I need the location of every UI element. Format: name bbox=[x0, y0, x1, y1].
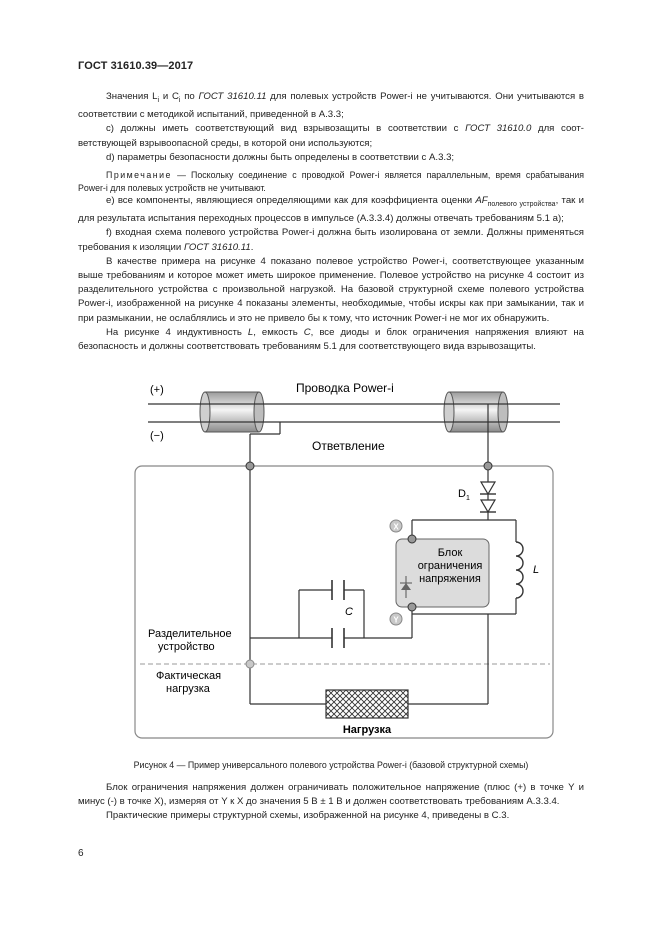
voltage-limiter-block bbox=[395, 538, 490, 608]
cable-left bbox=[199, 391, 265, 433]
paragraph-example: В качестве примера на рисунке 4 показано… bbox=[78, 255, 584, 324]
standard-reference: ГОСТ 31610.11 bbox=[198, 91, 267, 102]
point-x-marker bbox=[389, 519, 403, 533]
diode-d1 bbox=[479, 481, 497, 514]
standard-reference: ГОСТ 31610.11 bbox=[183, 241, 251, 253]
inductor-l bbox=[515, 541, 524, 599]
point-y-marker bbox=[389, 612, 403, 626]
cable-right bbox=[443, 391, 509, 433]
inductor-label: L bbox=[533, 564, 539, 576]
separator-label-1: Разделительное bbox=[148, 628, 232, 640]
actual-load-label-2: нагрузка bbox=[166, 683, 211, 695]
circuit-diagram: (+) (−) Проводка Power-i Ответвление bbox=[134, 381, 560, 739]
point-x-label: X bbox=[393, 523, 399, 532]
paragraph-d: d) параметры безопасности должны быть оп… bbox=[106, 151, 455, 163]
capacitor-lower bbox=[331, 628, 345, 648]
block-label-2: ограничения bbox=[418, 560, 483, 572]
paragraph-c: с) должны иметь соответствующий вид взры… bbox=[78, 123, 584, 149]
actual-load-label-1: Фактическая bbox=[156, 670, 221, 682]
separator-node bbox=[245, 659, 255, 669]
standard-reference: ГОСТ 31610.0 bbox=[465, 123, 532, 135]
block-label-3: напряжения bbox=[419, 573, 481, 585]
branch-label: Ответвление bbox=[312, 439, 385, 453]
point-y-dot bbox=[407, 602, 417, 612]
page-number: 6 bbox=[78, 848, 84, 859]
wiring-label: Проводка Power-i bbox=[296, 381, 394, 395]
note-label: Примечание bbox=[106, 169, 172, 180]
page-header: ГОСТ 31610.39—2017 bbox=[78, 60, 194, 72]
plus-label: (+) bbox=[150, 384, 164, 396]
figure-caption: Рисунок 4 — Пример универсального полево… bbox=[133, 760, 529, 770]
device-enclosure bbox=[134, 465, 554, 739]
text-block-top: Значения Li и Ci по ГОСТ 31610.11 для по… bbox=[78, 90, 584, 195]
d1-label: D1 bbox=[458, 488, 470, 502]
load-box-label: Нагрузка bbox=[343, 724, 392, 736]
separator-label-2: устройство bbox=[158, 641, 215, 653]
load-resistor bbox=[325, 689, 409, 719]
block-label-1: Блок bbox=[438, 547, 463, 559]
paragraph-f: f) входная схема полевого устройства Pow… bbox=[78, 227, 584, 253]
capacitor-label: C bbox=[345, 606, 353, 618]
capacitor-upper bbox=[331, 580, 345, 600]
paragraph-values: Значения Li и Ci по ГОСТ 31610.11 для по… bbox=[78, 91, 585, 121]
text-block-bottom: Блок ограничения напряжения должен огран… bbox=[78, 781, 584, 824]
terminal-plus bbox=[483, 461, 493, 471]
paragraph-figure-description: На рисунке 4 индуктивность L, емкость C,… bbox=[78, 326, 584, 352]
paragraph-examples: Практические примеры структурной схемы, … bbox=[106, 810, 510, 822]
note: Примечание — Поскольку соединение с пров… bbox=[78, 169, 584, 193]
point-y-label: Y bbox=[393, 616, 399, 625]
minus-label: (−) bbox=[150, 430, 164, 442]
point-x-dot bbox=[407, 534, 417, 544]
paragraph-e: е) все компоненты, являющиеся определяющ… bbox=[78, 195, 584, 225]
text-block-middle: е) все компоненты, являющиеся определяющ… bbox=[78, 194, 584, 354]
zener-icon bbox=[400, 576, 412, 598]
paragraph-limiter: Блок ограничения напряжения должен огран… bbox=[78, 782, 584, 808]
terminal-minus bbox=[245, 461, 255, 471]
